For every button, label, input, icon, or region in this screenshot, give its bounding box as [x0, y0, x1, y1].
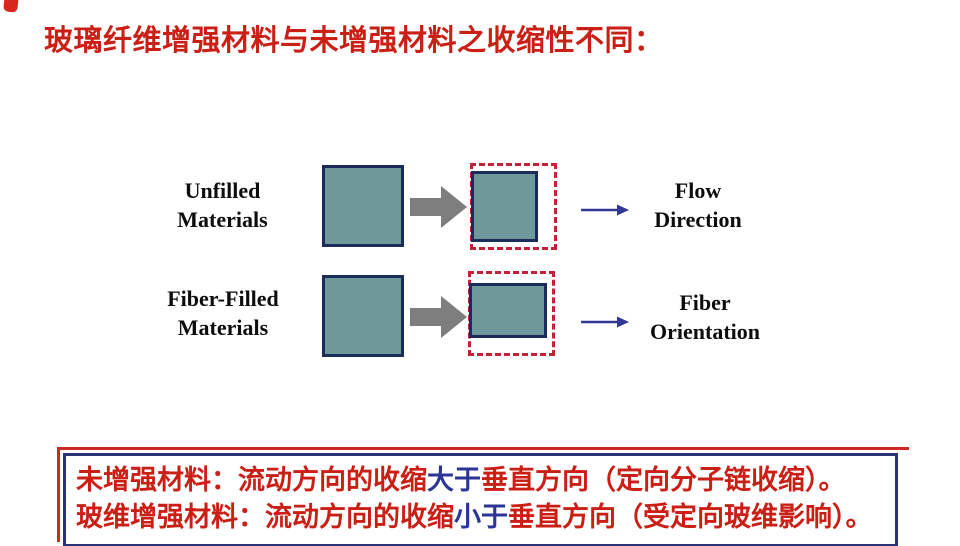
summary-line1-lead: 未增强材料：流动方向的收缩 — [76, 465, 427, 495]
fiber-filled-label-line2: Materials — [177, 315, 269, 340]
fiber-orientation-arrow-icon — [581, 315, 629, 334]
transform-arrow-icon — [410, 185, 468, 234]
summary-line2-lead: 玻维增强材料：流动方向的收缩 — [76, 502, 454, 532]
summary-line1-rest: 垂直方向（定向分子链收缩）。 — [481, 465, 846, 495]
fiber-filled-materials-label: Fiber-Filled Materials — [128, 284, 318, 342]
unfilled-shrunk-shape — [471, 171, 538, 242]
unfilled-original-shape — [322, 165, 404, 247]
flow-direction-line1: Flow — [674, 178, 722, 203]
summary-line-2: 玻维增强材料：流动方向的收缩小于垂直方向（受定向玻维影响）。 — [76, 499, 895, 536]
unfilled-label-line2: Materials — [177, 207, 268, 232]
fiber-filled-original-shape — [322, 275, 404, 357]
fiber-orientation-line1: Fiber — [679, 290, 731, 315]
flow-direction-arrow-icon — [581, 203, 629, 222]
summary-line2-rest: 垂直方向（受定向玻维影响）。 — [508, 502, 873, 532]
unfilled-materials-label: Unfilled Materials — [140, 176, 305, 234]
slide-title: 玻璃纤维增强材料与未增强材料之收缩性不同： — [44, 25, 664, 57]
fiber-filled-mold-outline — [468, 271, 555, 356]
summary-line-1: 未增强材料：流动方向的收缩大于垂直方向（定向分子链收缩）。 — [76, 462, 895, 499]
summary-box: 未增强材料：流动方向的收缩大于垂直方向（定向分子链收缩）。 玻维增强材料：流动方… — [63, 453, 898, 546]
summary-line2-compare: 小于 — [454, 502, 508, 532]
flow-direction-line2: Direction — [654, 207, 742, 232]
fiber-filled-label-line1: Fiber-Filled — [167, 286, 279, 311]
fiber-filled-shrunk-shape — [469, 283, 547, 338]
fiber-orientation-line2: Orientation — [650, 319, 760, 344]
flow-direction-label: Flow Direction — [628, 176, 768, 234]
corner-red-mark — [3, 0, 19, 13]
fiber-orientation-label: Fiber Orientation — [630, 288, 780, 346]
transform-arrow-icon — [410, 295, 468, 344]
summary-line1-compare: 大于 — [427, 465, 481, 495]
summary-box-outer-outline: 未增强材料：流动方向的收缩大于垂直方向（定向分子链收缩）。 玻维增强材料：流动方… — [57, 447, 909, 546]
unfilled-label-line1: Unfilled — [184, 178, 261, 203]
unfilled-mold-outline — [470, 163, 557, 250]
